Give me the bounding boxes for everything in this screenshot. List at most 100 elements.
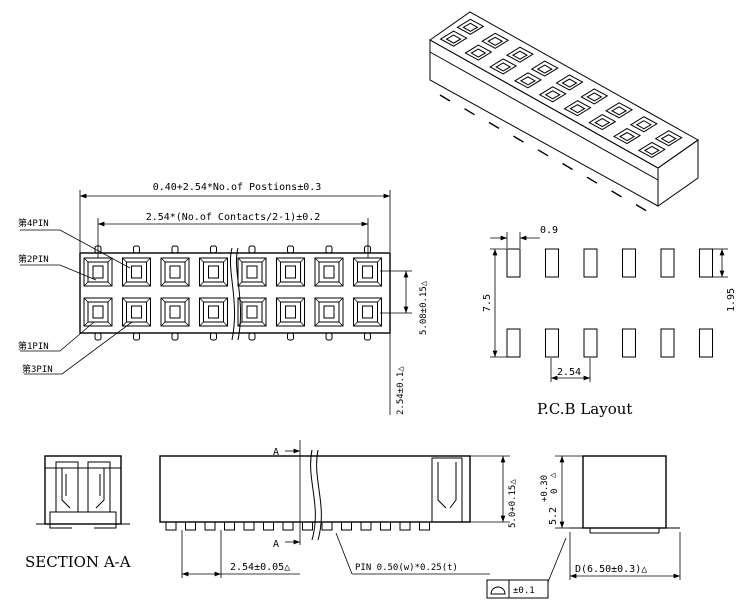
pin3-label: 第3PIN — [22, 363, 53, 375]
contact-cavity — [83, 257, 113, 287]
iso-pin — [586, 176, 598, 184]
pcb-pad — [506, 328, 521, 358]
iso-pin — [611, 190, 622, 198]
pcb-pad — [699, 248, 713, 278]
contacts-span-dim: 2.54*(No.of Contacts/2-1)±0.2 — [146, 212, 321, 223]
side-pin — [204, 521, 216, 531]
iso-cavity — [654, 130, 683, 147]
iso-pin — [513, 135, 524, 143]
iso-pin — [439, 94, 451, 102]
pcb-pad — [622, 328, 636, 358]
section-view: SECTION A-A — [25, 455, 131, 571]
leg-top — [171, 245, 179, 254]
iso-cavity — [513, 72, 542, 89]
iso-pin — [464, 108, 475, 116]
leg-bottom — [133, 332, 140, 341]
pcb-pad — [583, 328, 598, 358]
pcb-pad — [699, 328, 713, 358]
iso-cavity — [456, 18, 485, 35]
iso-cavity — [580, 88, 609, 105]
top-view: 0.40+2.54*No.of Postions±0.3 2.54*(No.of… — [18, 182, 429, 415]
pin-pitch-dim: 2.54±0.1△ — [396, 366, 406, 415]
end-depth-dim: D(6.50±0.3)△ — [575, 564, 647, 575]
side-pin — [380, 521, 391, 531]
row-distance-dim: 7.5 — [482, 294, 493, 312]
iso-cavity — [439, 30, 468, 47]
pcb-pad — [660, 328, 675, 358]
iso-pin — [488, 121, 500, 130]
leg-bottom — [210, 332, 217, 341]
end-height-main: 5.2 — [548, 507, 559, 525]
contact-cavity — [353, 257, 382, 287]
contact-cavity — [160, 257, 190, 287]
side-pin — [341, 521, 352, 531]
iso-cavity — [481, 32, 510, 49]
overall-length-dim: 0.40+2.54*No.of Postions±0.3 — [153, 182, 322, 193]
pcb-layout: 0.9 7.5 1.95 2.54 P.C.B Layout — [482, 225, 737, 418]
iso-cavity — [563, 100, 592, 117]
contact-cavity — [122, 297, 151, 327]
iso-cavity — [637, 141, 666, 158]
side-pin — [263, 521, 274, 531]
iso-cavity — [629, 116, 658, 133]
pcb-pad — [545, 328, 559, 358]
iso-cavity — [505, 46, 534, 63]
iso-pin — [537, 149, 549, 157]
side-pin — [302, 521, 313, 531]
leg-bottom — [325, 332, 333, 341]
pad-width-dim: 0.9 — [540, 225, 558, 236]
side-pin — [165, 521, 177, 531]
isometric-view — [429, 11, 699, 212]
side-pin — [419, 521, 430, 531]
pad-length-dim: 1.95 — [726, 288, 737, 312]
pcb-pad — [545, 248, 559, 278]
side-pin — [224, 521, 235, 531]
flatness-value: ±0.1 — [513, 586, 535, 596]
end-height-mark: △ — [548, 472, 558, 478]
section-marker-top: A — [273, 447, 279, 458]
leg-top — [325, 245, 333, 254]
side-pin — [243, 521, 255, 531]
iso-cavity — [605, 102, 634, 119]
end-height-tol-minus: 0 — [550, 489, 560, 494]
contact-cavity — [276, 257, 305, 287]
contact-cavity — [314, 257, 344, 287]
section-marker-bottom: A — [273, 539, 279, 550]
pin1-label: 第1PIN — [18, 340, 49, 352]
contact-cavity — [314, 297, 344, 327]
iso-cavity — [555, 74, 584, 91]
pin4-label: 第4PIN — [18, 217, 49, 229]
contact-cavity — [122, 257, 151, 287]
pcb-pad — [583, 248, 598, 278]
pin2-label: 第2PIN — [18, 253, 49, 265]
side-view: A A 5.0+0.15△ 2.54±0.05△ PIN 0.50(w)*0.2… — [159, 440, 518, 578]
leg-bottom — [364, 332, 371, 341]
contact-cavity — [353, 297, 382, 327]
pin-size-dim: PIN 0.50(w)*0.25(t) — [355, 563, 458, 573]
leg-bottom — [94, 332, 102, 341]
iso-cavity — [489, 58, 518, 75]
pcb-pad — [506, 248, 521, 278]
end-view: 5.2 +0.30 0 △ D(6.50±0.3)△ ±0.1 — [486, 455, 681, 599]
iso-cavity — [530, 60, 559, 77]
contact-cavity — [276, 297, 305, 327]
contact-cavity — [160, 297, 190, 327]
side-pin — [360, 521, 372, 531]
pcb-pad — [660, 248, 675, 278]
side-pitch-dim: 2.54±0.05△ — [230, 562, 290, 573]
iso-cavity — [613, 127, 642, 145]
iso-cavity — [464, 44, 493, 61]
iso-pin — [635, 203, 647, 212]
iso-cavity — [538, 86, 567, 103]
pcb-pad — [622, 248, 636, 278]
leg-top — [287, 245, 294, 254]
side-pin — [185, 521, 196, 531]
iso-cavity — [588, 114, 617, 131]
contact-cavity — [237, 257, 267, 287]
leg-bottom — [248, 332, 256, 341]
side-pin — [282, 521, 294, 531]
leg-top — [248, 245, 256, 254]
side-height-dim: 5.0+0.15△ — [508, 479, 518, 528]
leg-top — [133, 245, 140, 254]
